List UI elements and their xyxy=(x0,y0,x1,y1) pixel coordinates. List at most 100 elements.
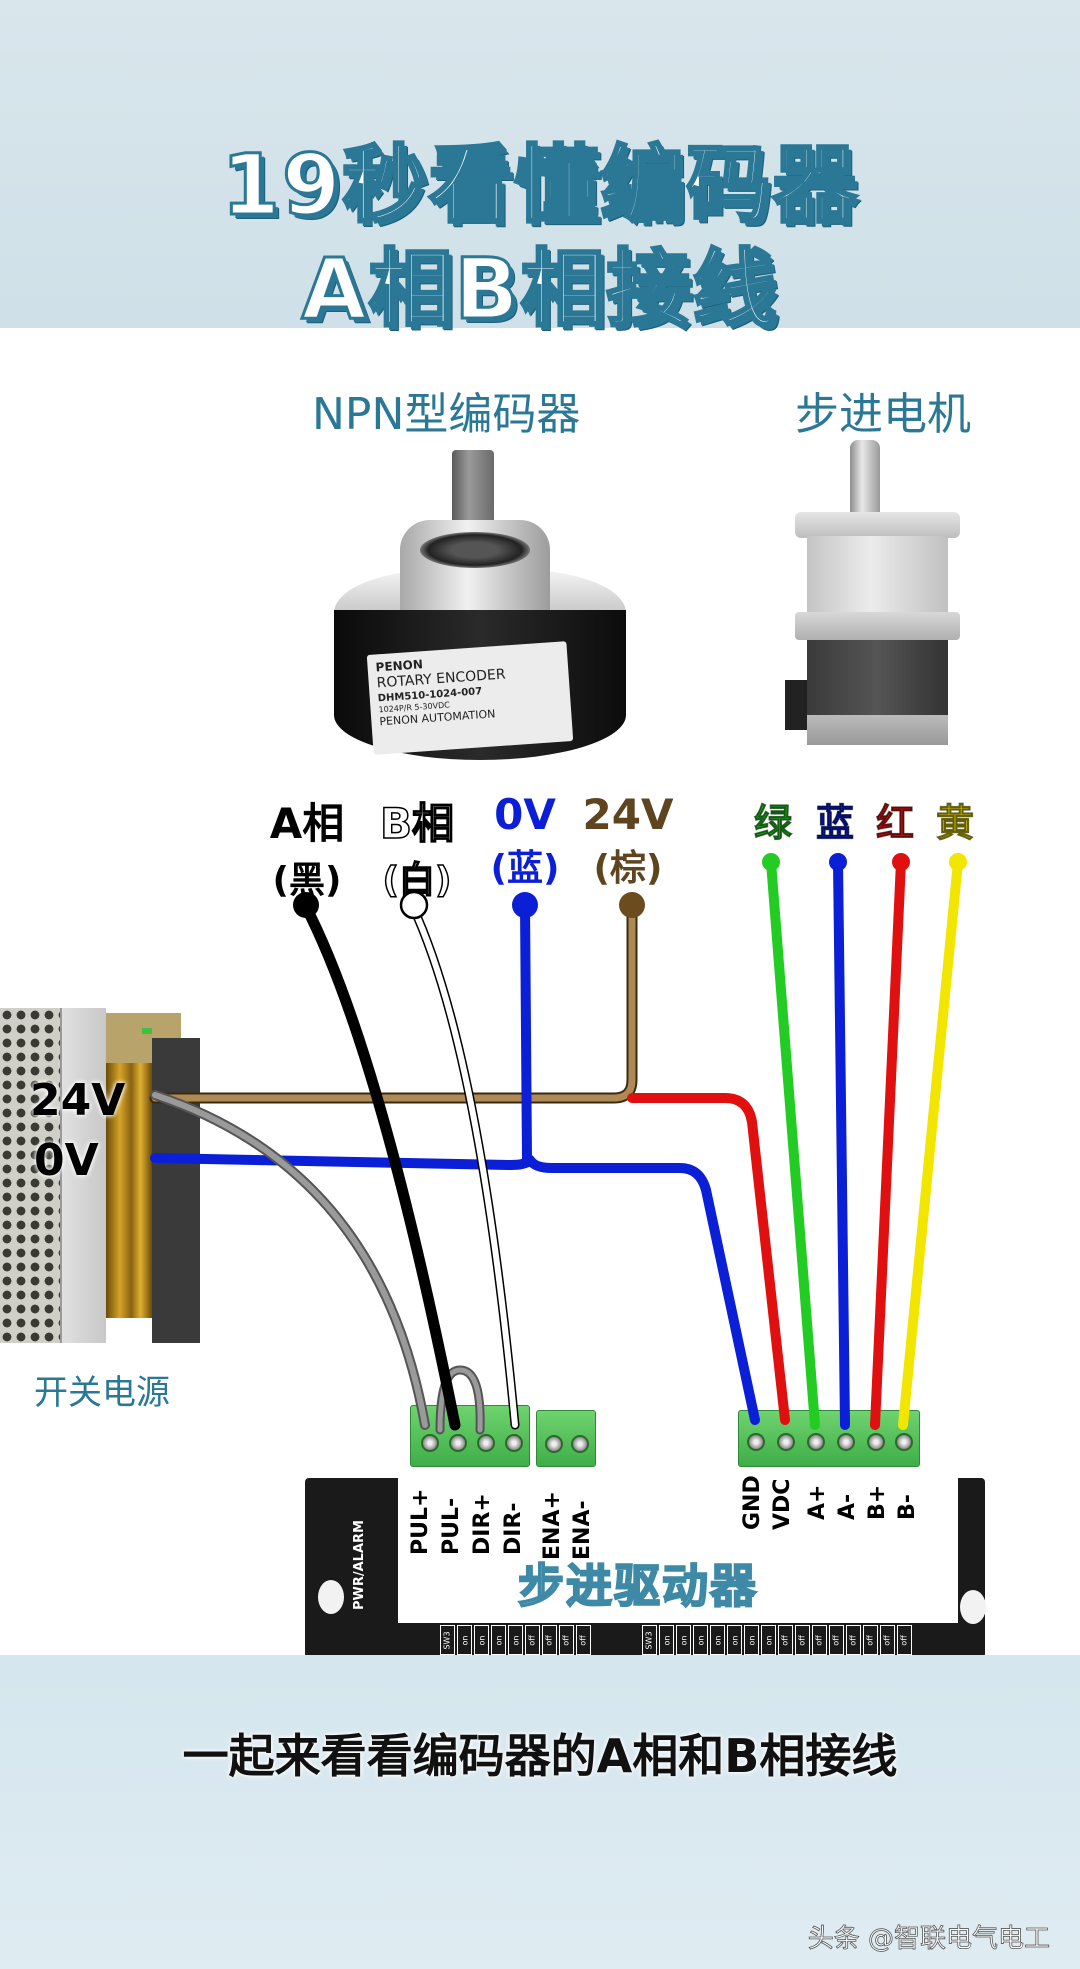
psu-0v-label: 0V xyxy=(34,1135,99,1186)
terminal-block-power-motor xyxy=(738,1410,920,1467)
dip-switch[interactable]: on xyxy=(693,1625,708,1655)
motor-wire-label-red: 红 xyxy=(875,801,915,846)
title-line-2: A相B相接线 xyxy=(300,239,779,340)
pin-label-vdc: VDC xyxy=(770,1478,795,1530)
driver-title: 步进驱动器 xyxy=(517,1558,758,1614)
psu-24v-label: 24V xyxy=(30,1075,126,1126)
wire-blue-gnd xyxy=(525,1155,760,1425)
wire-end-dot-brown xyxy=(619,892,645,918)
wire-blue-a-minus xyxy=(833,857,850,1430)
wire-end-dot-green xyxy=(762,853,780,871)
wire-blue-0v-encoder xyxy=(520,900,532,1165)
psu-vent-mesh xyxy=(0,1008,60,1343)
mount-hole xyxy=(318,1580,344,1614)
wire-red-vdc xyxy=(627,1093,790,1425)
pin-label-ena-plus: ENA+ xyxy=(540,1491,565,1560)
wire-label-24v: 24V (棕) xyxy=(582,790,674,889)
wire-white-b-phase-core xyxy=(409,902,518,1428)
footer-band xyxy=(0,1655,1080,1969)
terminal-screw[interactable] xyxy=(837,1433,855,1451)
wire-yellow-b-minus xyxy=(898,857,963,1430)
motor-top-flange xyxy=(795,512,960,538)
wire-end-dot-blue xyxy=(512,892,538,918)
psu-led-icon xyxy=(142,1028,152,1034)
terminal-screw[interactable] xyxy=(777,1433,795,1451)
title-line-1: 19秒看懂编码器 xyxy=(220,135,859,236)
wire-black-a-phase xyxy=(299,899,461,1431)
pin-label-b-minus: B- xyxy=(895,1494,920,1520)
wire-label-a-phase: A相 (黑) xyxy=(269,799,345,901)
motor-wire-label-blue: 蓝 xyxy=(815,801,855,846)
rotary-encoder-image: PENON ROTARY ENCODER DHM510-1024-007 102… xyxy=(330,420,630,760)
encoder-label: NPN型编码器 xyxy=(312,389,581,440)
wire-end-dot-yellow xyxy=(949,853,967,871)
dip-switch[interactable]: on xyxy=(761,1625,776,1655)
wire-brown-24v-core xyxy=(151,901,636,1102)
wire-label-0v: 0V (蓝) xyxy=(490,790,560,889)
dip-switch[interactable]: off xyxy=(846,1625,861,1655)
terminal-screw[interactable] xyxy=(421,1434,439,1452)
dip-switch[interactable]: on xyxy=(659,1625,674,1655)
motor-wire-label-green: 绿 xyxy=(753,801,793,846)
watermark: 头条 @智联电气电工 xyxy=(807,1924,1050,1955)
wire-green-a-plus xyxy=(766,857,820,1430)
dip-switch[interactable]: off xyxy=(812,1625,827,1655)
motor-label: 步进电机 xyxy=(795,389,971,440)
wire-red-b-plus xyxy=(870,857,906,1430)
dip-switch[interactable]: on xyxy=(676,1625,691,1655)
dip-switch[interactable]: on xyxy=(491,1625,506,1655)
dip-switch[interactable]: on xyxy=(744,1625,759,1655)
dip-switch[interactable]: on xyxy=(508,1625,523,1655)
terminal-screw[interactable] xyxy=(449,1434,467,1452)
dip-switch[interactable]: off xyxy=(795,1625,810,1655)
dip-switch[interactable]: on xyxy=(727,1625,742,1655)
encoder-nameplate: PENON ROTARY ENCODER DHM510-1024-007 102… xyxy=(366,641,574,755)
terminal-screw[interactable] xyxy=(747,1433,765,1451)
pwr-alarm-label: PWR/ALARM xyxy=(352,1520,367,1610)
dip-switch[interactable]: off xyxy=(829,1625,844,1655)
wire-label-b-phase: B相 (白) xyxy=(379,798,455,902)
wire-brown-24v xyxy=(149,899,638,1104)
dip-switch[interactable]: on xyxy=(474,1625,489,1655)
switching-power-supply-image xyxy=(0,1008,200,1343)
dip-switch[interactable]: off xyxy=(559,1625,574,1655)
terminal-screw[interactable] xyxy=(867,1433,885,1451)
terminal-screw[interactable] xyxy=(545,1435,563,1453)
terminal-screw[interactable] xyxy=(895,1433,913,1451)
dip-switch[interactable]: off xyxy=(897,1625,912,1655)
terminal-screw[interactable] xyxy=(807,1433,825,1451)
wire-end-dot-motor-blue xyxy=(829,853,847,871)
dip-switch[interactable]: off xyxy=(863,1625,878,1655)
psu-label: 开关电源 xyxy=(34,1373,170,1413)
dip-switch[interactable]: off xyxy=(525,1625,540,1655)
dip-switch[interactable]: off xyxy=(880,1625,895,1655)
dip-switch[interactable]: on xyxy=(710,1625,725,1655)
dip-switch[interactable]: on xyxy=(457,1625,472,1655)
wire-blue-0v-psu xyxy=(150,1153,535,1170)
subtitle-caption: 一起来看看编码器的A相和B相接线 xyxy=(182,1729,898,1783)
terminal-screw[interactable] xyxy=(505,1434,523,1452)
psu-label-panel xyxy=(60,1008,106,1343)
pin-label-b-plus: B+ xyxy=(865,1484,890,1520)
encoder-bearing xyxy=(420,532,530,568)
wire-end-dot-red xyxy=(892,853,910,871)
dip-switch[interactable]: SW3 xyxy=(642,1625,657,1655)
terminal-screw[interactable] xyxy=(571,1435,589,1453)
dip-switch[interactable]: off xyxy=(542,1625,557,1655)
pin-label-gnd: GND xyxy=(740,1475,765,1530)
terminal-screw[interactable] xyxy=(477,1434,495,1452)
motor-body xyxy=(807,640,948,718)
dip-switch[interactable]: off xyxy=(576,1625,591,1655)
psu-terminal-strip xyxy=(106,1063,152,1318)
motor-mid-flange xyxy=(795,612,960,640)
pin-label-pul-minus: PUL- xyxy=(439,1497,464,1555)
terminal-block-enable xyxy=(536,1410,596,1467)
pin-label-a-plus: A+ xyxy=(805,1484,830,1520)
wire-white-b-phase xyxy=(407,900,520,1430)
stepper-motor-image xyxy=(785,440,970,750)
dip-switch[interactable]: SW3 xyxy=(440,1625,455,1655)
mount-hole xyxy=(960,1590,986,1624)
pin-label-ena-minus: ENA- xyxy=(570,1500,595,1560)
motor-connector xyxy=(785,680,807,730)
dip-switch[interactable]: off xyxy=(778,1625,793,1655)
